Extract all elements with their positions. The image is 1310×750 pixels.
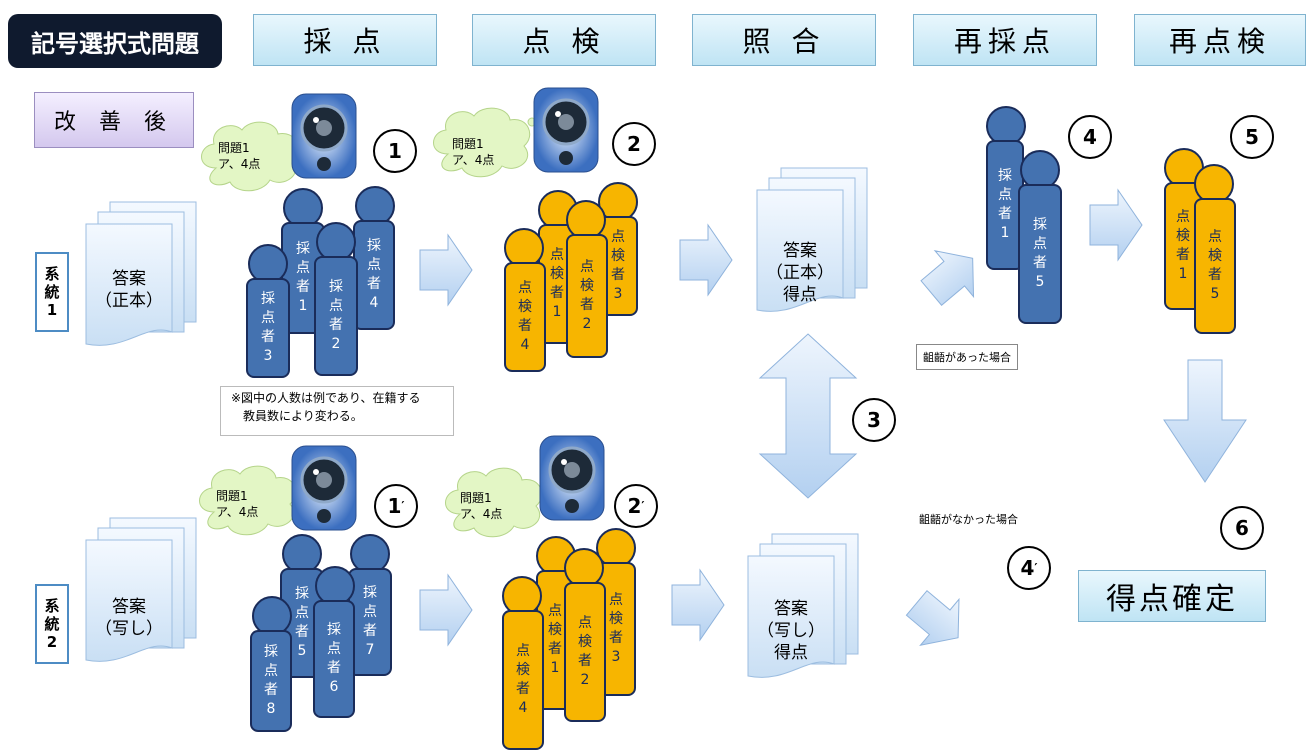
step-rechecking: 再点検: [1134, 14, 1306, 66]
step-number-1: 1: [373, 129, 417, 173]
step-number-6: 6: [1220, 506, 1264, 550]
step-number-4-prime: 4′: [1007, 546, 1051, 590]
step-number-4: 4: [1068, 115, 1112, 159]
mismatch-label: 齟齬があった場合: [916, 344, 1018, 370]
step-number-2-prime: 2′: [614, 484, 658, 528]
improved-label: 改 善 後: [34, 92, 194, 148]
answer-sheet-copy-label: 答案（写し）: [95, 597, 163, 639]
diagram-title: 記号選択式問題: [8, 14, 222, 68]
score-final-box: 得点確定: [1078, 570, 1266, 622]
step-grading: 採 点: [253, 14, 437, 66]
score-copy-label: 答案（写し）得点: [757, 599, 825, 663]
step-number-3: 3: [852, 398, 896, 442]
step-collation: 照 合: [692, 14, 876, 66]
step-number-2: 2: [612, 122, 656, 166]
score-original-label: 答案（正本）得点: [766, 241, 834, 305]
step-checking: 点 検: [472, 14, 656, 66]
step-regrading: 再採点: [913, 14, 1097, 66]
answer-sheet-original-label: 答案（正本）: [95, 269, 163, 311]
step-number-5: 5: [1230, 115, 1274, 159]
staff-count-note: ※図中の人数は例であり、在籍する教員数により変わる。: [220, 386, 454, 436]
step-number-1-prime: 1′: [374, 484, 418, 528]
match-label: 齟齬がなかった場合: [912, 506, 1025, 532]
